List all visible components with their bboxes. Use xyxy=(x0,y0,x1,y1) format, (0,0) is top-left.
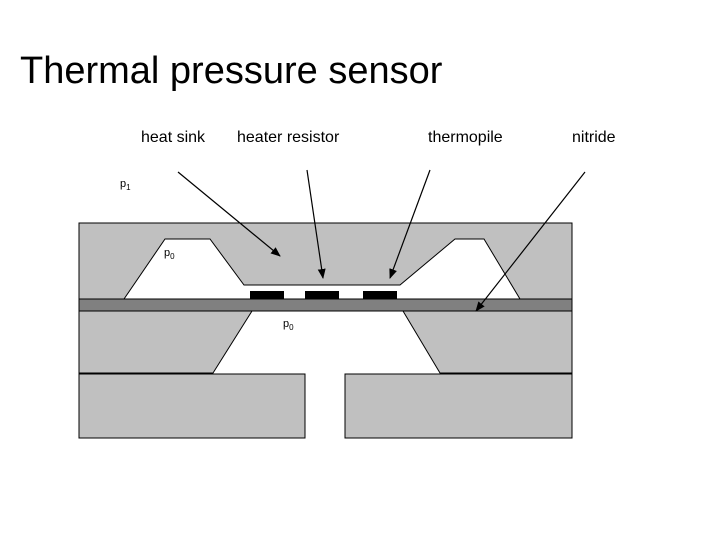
base-block-left xyxy=(78,373,306,439)
label-p0-chamber: p0 xyxy=(283,318,294,333)
label-nitride: nitride xyxy=(572,129,616,146)
upper-silicon-body xyxy=(78,222,573,300)
base-block-right xyxy=(344,373,573,439)
arrow-heat-sink xyxy=(177,171,281,257)
thermopile-element-right xyxy=(363,291,397,299)
nitride-membrane xyxy=(78,298,573,312)
label-p0-cavity: p0 xyxy=(164,247,175,262)
thermopile-element-left xyxy=(250,291,284,299)
arrow-thermopile xyxy=(389,169,431,279)
label-heater-resistor: heater resistor xyxy=(237,129,340,146)
label-heat-sink: heat sink xyxy=(141,129,206,146)
lower-silicon-left xyxy=(78,310,253,374)
heater-resistor-element xyxy=(305,291,339,299)
arrow-heater-resistor xyxy=(306,169,326,279)
arrow-nitride xyxy=(475,171,586,312)
lower-silicon-right xyxy=(402,310,573,374)
label-p1: p1 xyxy=(120,178,131,193)
label-thermopile: thermopile xyxy=(428,129,503,146)
diagram-title: Thermal pressure sensor xyxy=(20,50,443,92)
